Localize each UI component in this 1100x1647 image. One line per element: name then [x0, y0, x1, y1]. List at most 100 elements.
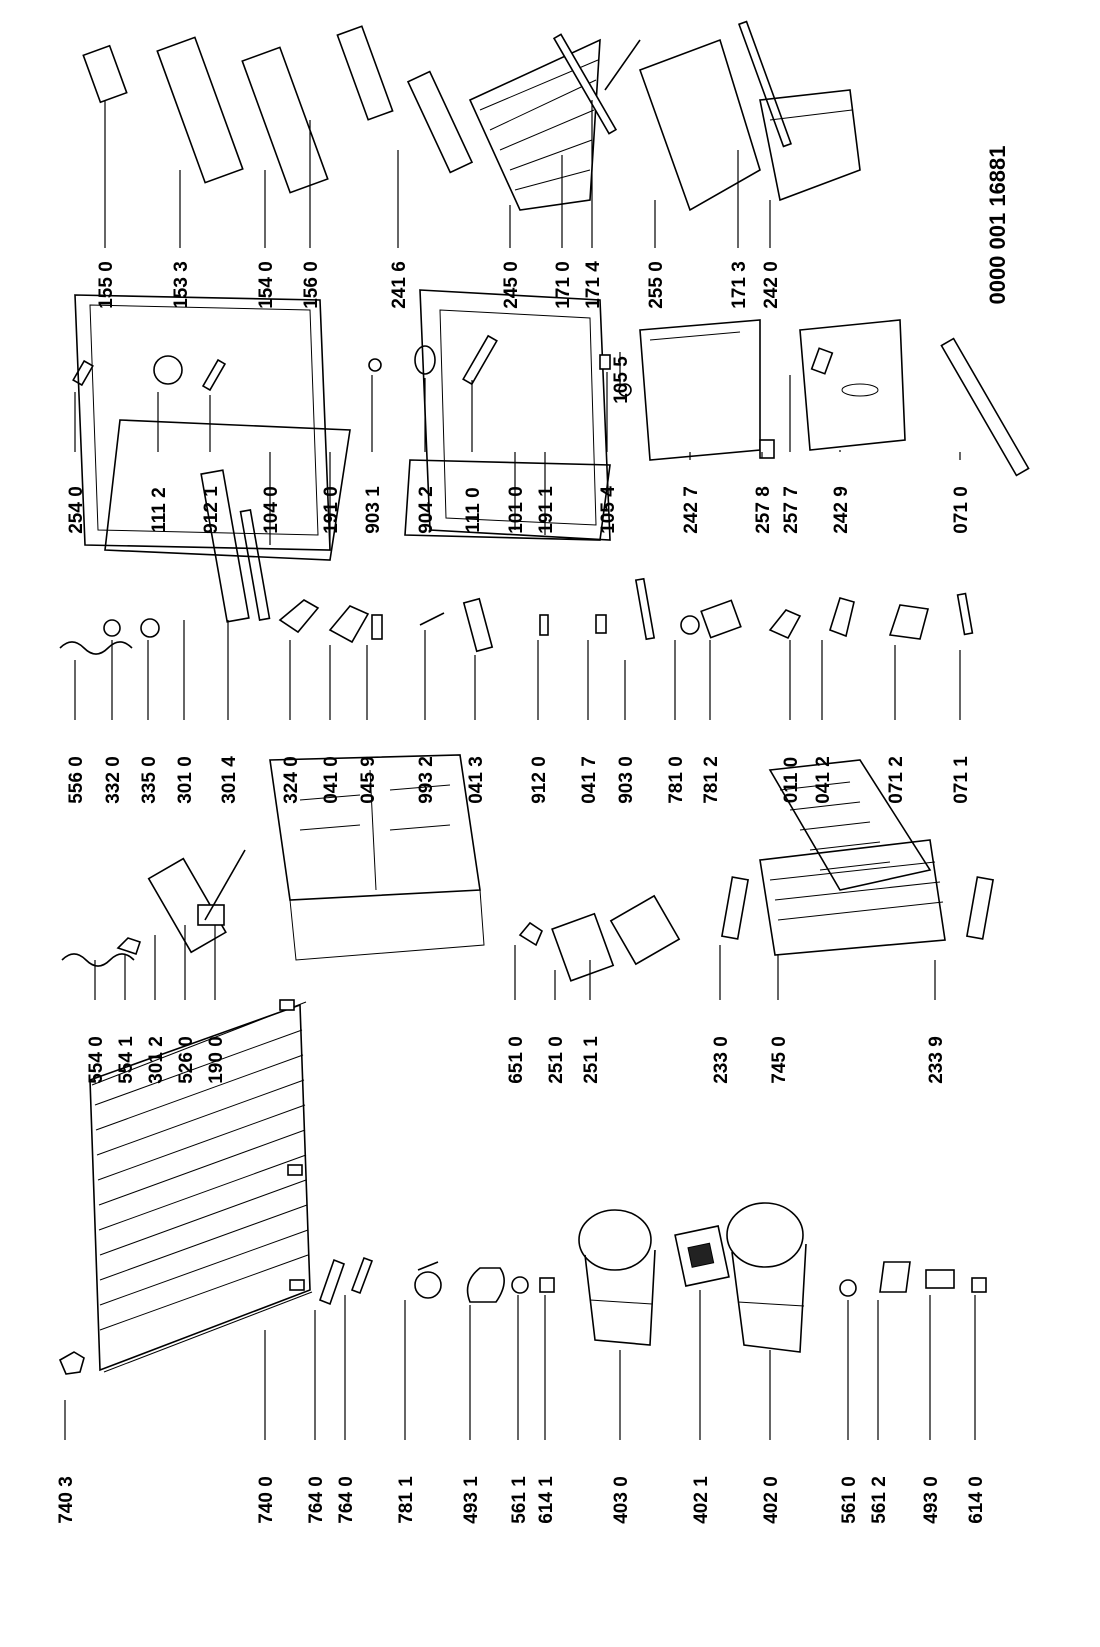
part-781-1-drawing	[414, 1261, 442, 1299]
part-071-1-drawing	[956, 592, 974, 636]
part-071-0-drawing	[940, 337, 1030, 477]
part-label-301-0: 301 0	[175, 756, 196, 804]
part-554-1-drawing	[116, 937, 142, 956]
part-label-245-0: 245 0	[501, 261, 522, 309]
part-045-9-drawing	[371, 614, 383, 640]
part-label-255-0: 255 0	[646, 261, 667, 309]
part-label-324-0: 324 0	[281, 756, 302, 804]
part-label-993-2: 993 2	[416, 756, 437, 804]
part-111-2-drawing	[153, 355, 183, 385]
part-740-3-drawing	[58, 1351, 85, 1375]
part-904-2-drawing	[414, 345, 436, 375]
part-label-781-1: 781 1	[396, 1476, 417, 1524]
part-label-251-1: 251 1	[581, 1036, 602, 1084]
part-label-191-1: 191 1	[536, 486, 557, 534]
part-label-045-9: 045 9	[358, 756, 379, 804]
part-614-1-drawing	[539, 1277, 555, 1293]
part-255-0-glass-drawing	[638, 38, 761, 212]
part-764-0-dryer-drawing	[318, 1258, 346, 1306]
part-label-233-0: 233 0	[711, 1036, 732, 1084]
part-493-1-drawing	[466, 1267, 505, 1303]
part-label-912-1: 912 1	[201, 486, 222, 534]
part-label-257-8: 257 8	[753, 486, 774, 534]
part-242-0-bin-drawing	[759, 89, 861, 202]
part-111-0-drawing	[462, 334, 498, 386]
part-526-0-drawing	[197, 904, 225, 926]
part-label-335-0: 335 0	[139, 756, 160, 804]
part-153-3-drawing	[156, 36, 244, 184]
part-label-912-0: 912 0	[529, 756, 550, 804]
part-label-242-0: 242 0	[761, 261, 782, 309]
part-label-111-0: 111 0	[463, 487, 484, 532]
part-label-156-0: 156 0	[301, 261, 322, 309]
part-label-781-2: 781 2	[701, 756, 722, 804]
part-label-764-0: 764 0	[336, 1476, 357, 1524]
part-label-903-1: 903 1	[363, 486, 384, 534]
part-label-242-7: 242 7	[681, 486, 702, 534]
part-label-155-0: 155 0	[96, 261, 117, 309]
part-label-561-0: 561 0	[839, 1476, 860, 1524]
part-191-0-gasket-drawing	[104, 419, 351, 561]
part-561-1-drawing	[511, 1276, 529, 1294]
part-label-403-0: 403 0	[611, 1476, 632, 1524]
part-label-257-7: 257 7	[781, 486, 802, 534]
part-071-2-drawing	[888, 604, 930, 640]
part-245-0-shelf-drawing	[468, 38, 601, 211]
part-993-2-drawing	[419, 612, 445, 626]
part-251-0-drawing	[551, 912, 615, 982]
leader-lines	[64, 100, 976, 1440]
part-label-111-2: 111 2	[149, 487, 170, 532]
part-label-191-0: 191 0	[321, 486, 342, 534]
part-label-241-6: 241 6	[389, 261, 410, 309]
part-041-0-drawing	[328, 605, 370, 644]
document-number: 0000 001 16881	[985, 145, 1010, 304]
part-label-614-1: 614 1	[536, 1476, 557, 1524]
part-561-2-drawing	[879, 1261, 911, 1293]
part-label-561-2: 561 2	[869, 1476, 890, 1524]
part-label-171-0: 171 0	[553, 261, 574, 309]
part-label-402-1: 402 1	[691, 1476, 712, 1524]
part-041-2-drawing	[829, 597, 855, 638]
part-171-3-drawing	[737, 20, 793, 148]
part-105-5-drawing	[618, 383, 632, 397]
part-105-4-drawing	[599, 354, 611, 370]
part-label-242-9: 242 9	[831, 486, 852, 534]
part-191-1-gasket-drawing	[404, 459, 611, 541]
part-190-0-drawing	[204, 849, 246, 921]
part-301-4-drawing	[239, 509, 271, 621]
part-label-251-0: 251 0	[546, 1036, 567, 1084]
part-403-0-compressor-drawing	[578, 1209, 656, 1346]
part-041-7-drawing	[595, 614, 607, 634]
part-781-2-drawing	[700, 599, 742, 639]
part-label-493-0: 493 0	[921, 1476, 942, 1524]
part-label-041-7: 041 7	[579, 756, 600, 804]
part-554-0-drawing	[61, 953, 135, 967]
part-label-614-0: 614 0	[966, 1476, 987, 1524]
part-233-0-drawing	[720, 876, 750, 940]
part-556-0-drawing	[59, 641, 133, 655]
part-label-105-5: 105 5	[611, 356, 632, 404]
part-label-904-2: 904 2	[416, 486, 437, 534]
part-254-0-drawing	[72, 359, 94, 387]
part-335-0-drawing	[140, 618, 160, 638]
part-label-041-2: 041 2	[813, 756, 834, 804]
part-912-1-drawing	[201, 358, 227, 392]
part-label-171-3: 171 3	[729, 261, 750, 309]
part-label-153-3: 153 3	[171, 261, 192, 309]
part-label-041-0: 041 0	[321, 756, 342, 804]
part-332-0-drawing	[103, 619, 121, 637]
part-041-3-drawing	[462, 597, 494, 653]
part-402-1-drawing	[674, 1225, 730, 1287]
part-illustrations	[58, 20, 1030, 1375]
part-label-740-3: 740 3	[56, 1476, 77, 1524]
part-label-493-1: 493 1	[461, 1476, 482, 1524]
part-242-9-drawer-drawing	[799, 319, 906, 451]
part-614-0-drawing	[971, 1277, 987, 1293]
part-label-101-0: 101 0	[506, 486, 527, 534]
part-154-0-drawing	[241, 46, 329, 194]
part-label-740-0: 740 0	[256, 1476, 277, 1524]
part-label-332-0: 332 0	[103, 756, 124, 804]
part-label-554-0: 554 0	[86, 1036, 107, 1084]
part-241-6-drawing	[406, 70, 474, 174]
